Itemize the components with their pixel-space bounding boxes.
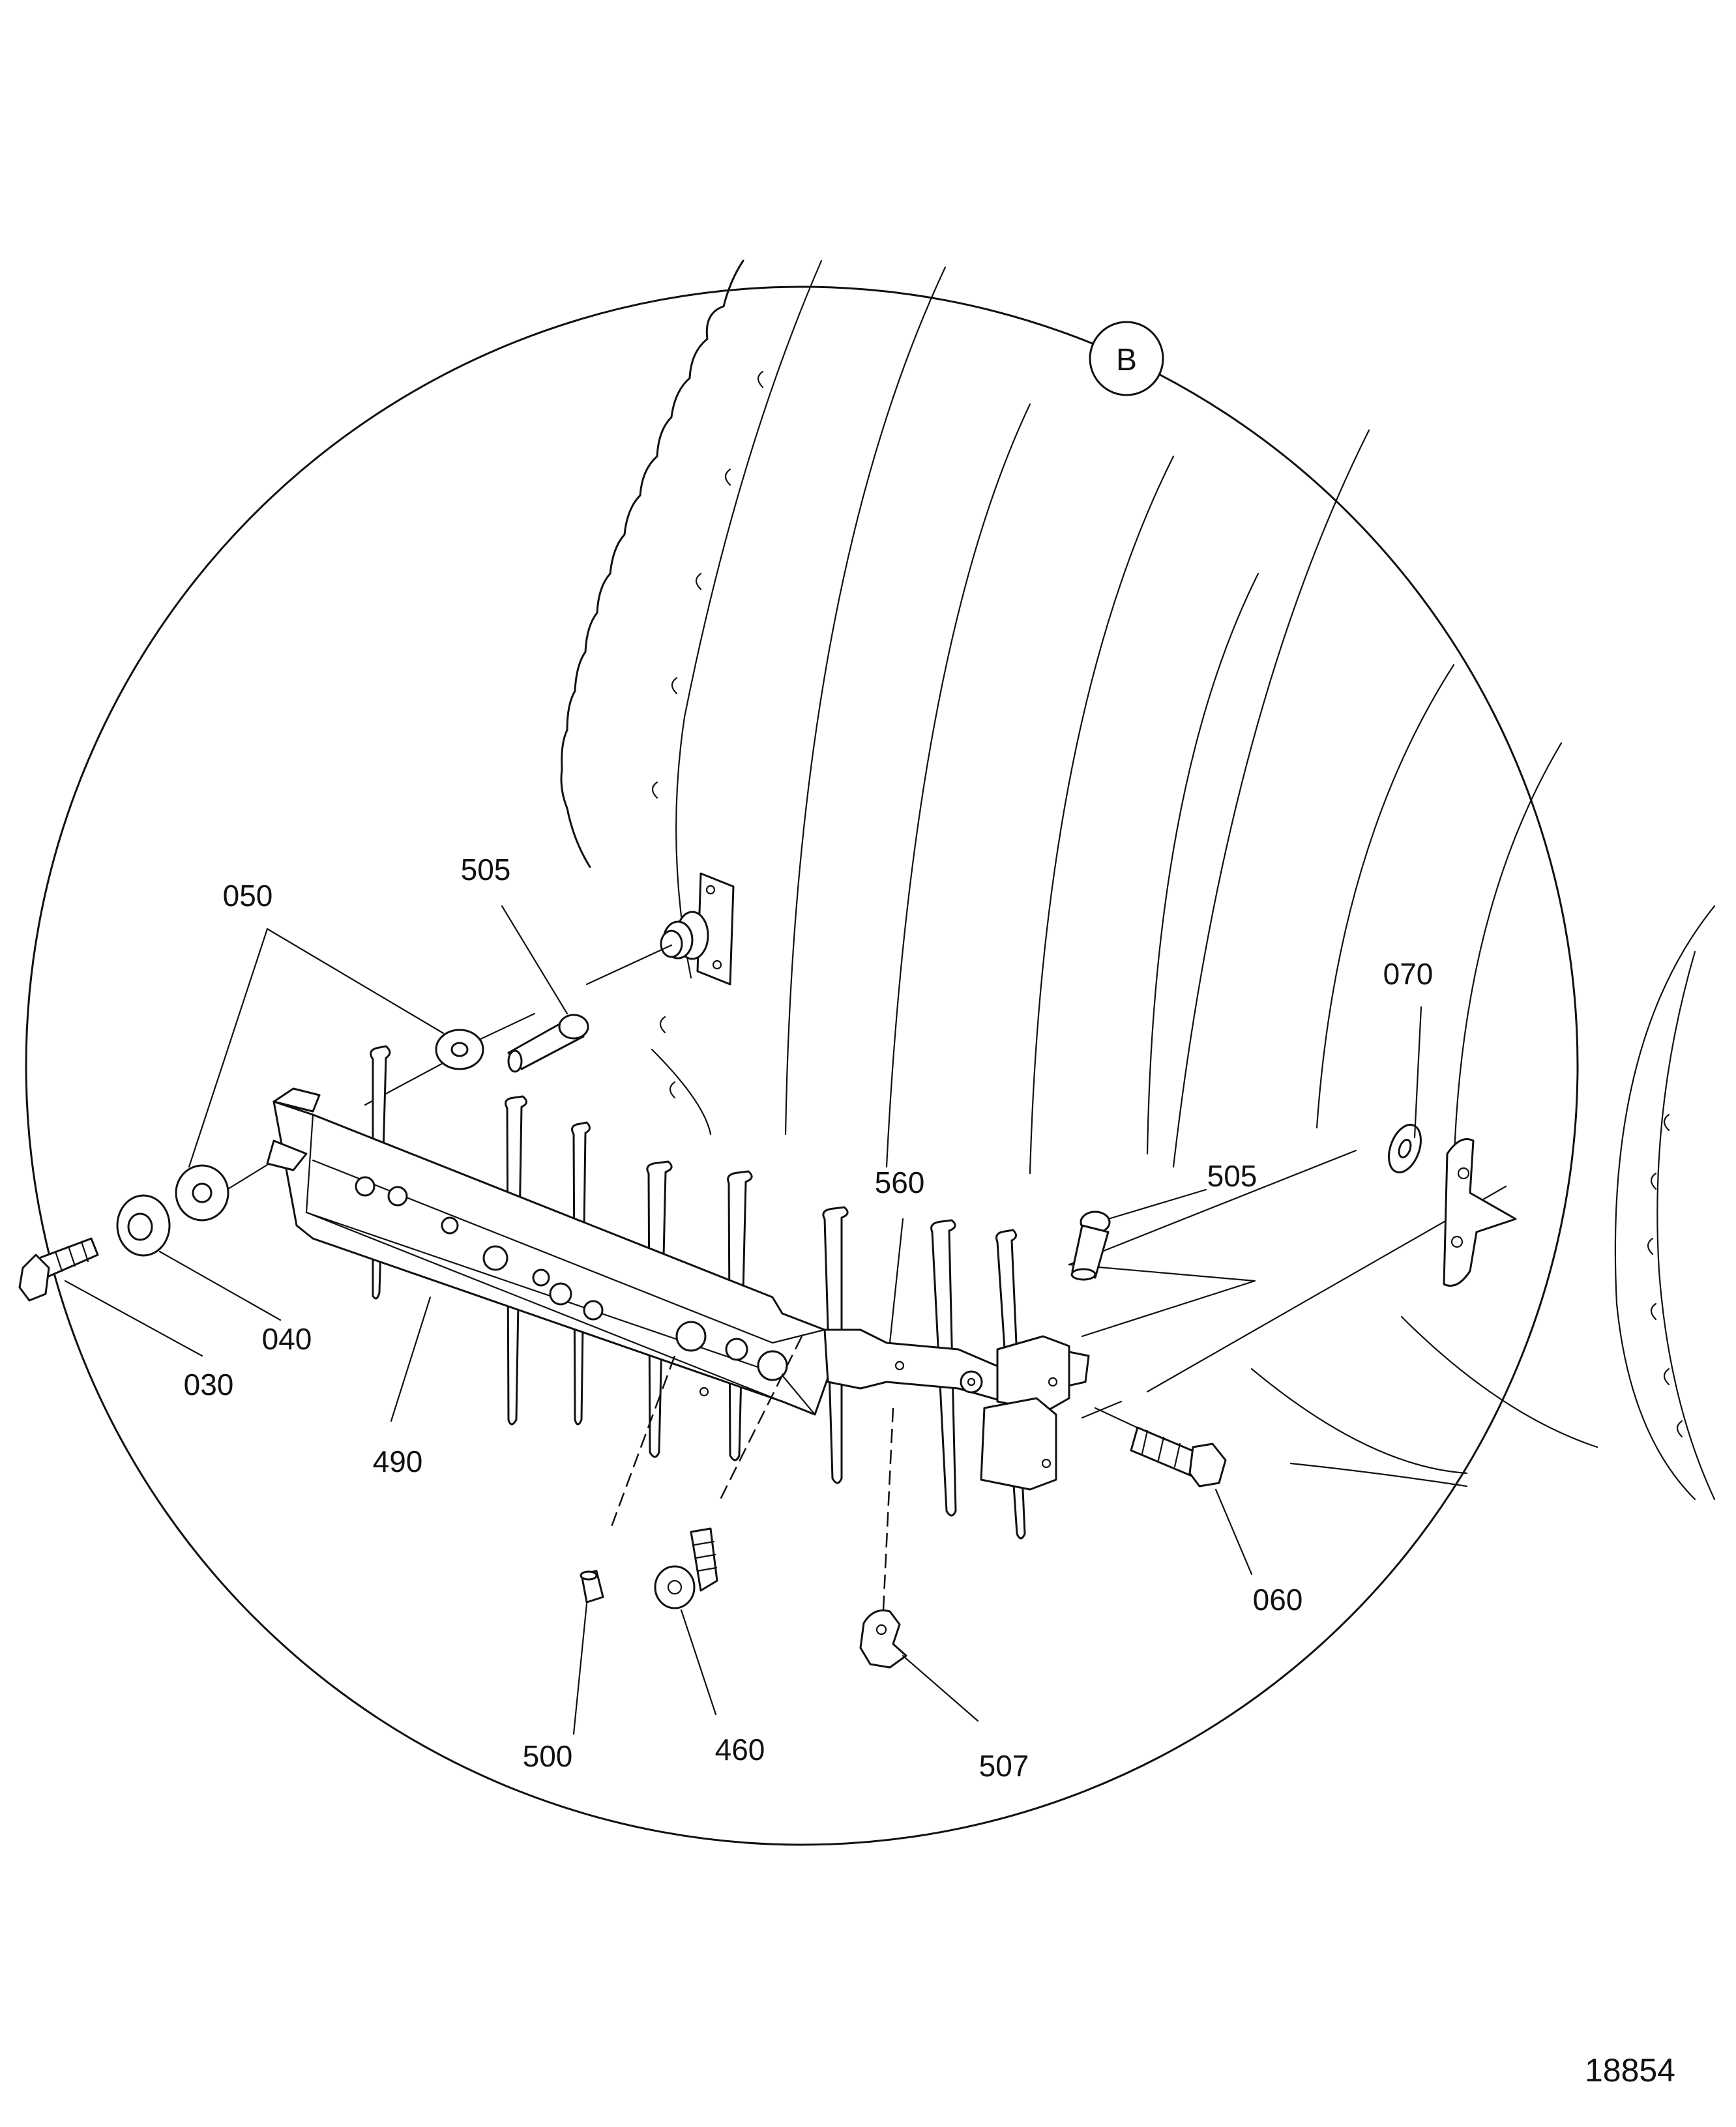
bolt-460 [654,1527,718,1609]
callout-labels: 050 505 070 560 505 040 030 490 060 500 … [184,853,1434,1783]
callout-050: 050 [223,879,273,913]
bolt-030 [18,1237,99,1302]
washer-050-upper [435,1029,484,1070]
clamp-560 [823,1328,1090,1491]
callout-030: 030 [184,1368,234,1401]
detail-letter: B [1116,343,1137,377]
mounting-pad [660,872,735,986]
spacer-040 [116,1194,171,1257]
callout-507: 507 [979,1749,1029,1783]
detail-letter-bubble: B [1089,321,1164,396]
washer-070 [1388,1124,1422,1173]
callout-505-right: 505 [1207,1159,1258,1193]
clip-507 [859,1609,907,1669]
pin-500 [580,1570,604,1604]
bracket-490 [266,1087,840,1416]
figure-number: 18854 [1585,2052,1675,2089]
callout-505-upper: 505 [461,853,511,887]
mount-plate [1443,1138,1517,1287]
detail-circle [25,286,1579,1846]
callout-490: 490 [373,1445,423,1478]
bolt-505-left [507,1014,589,1073]
callout-500: 500 [523,1739,573,1773]
callout-460: 460 [715,1733,765,1767]
callout-060: 060 [1253,1583,1303,1617]
leader-lines [64,905,1422,1735]
attach-lines [220,944,1507,1432]
bolt-060 [1130,1426,1227,1488]
bolt-505-right [1070,1210,1111,1281]
washer-050-lower [175,1164,229,1222]
callout-560: 560 [875,1166,925,1199]
callout-070: 070 [1383,957,1434,991]
callout-040: 040 [262,1322,312,1356]
casing-background [560,259,1716,1501]
